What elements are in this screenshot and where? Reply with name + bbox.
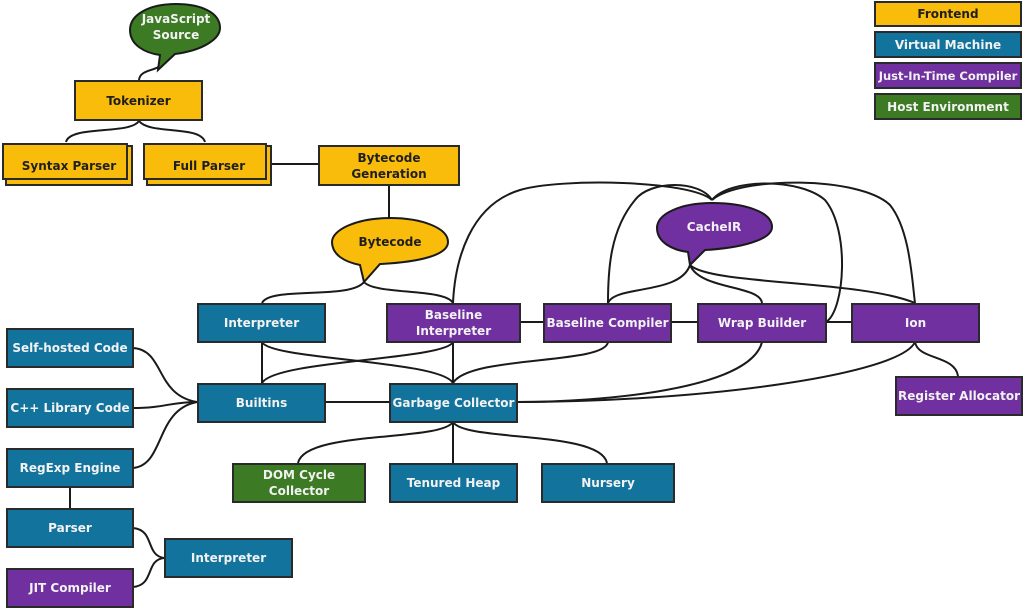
node-interpreter[interactable]: Interpreter	[197, 303, 326, 343]
edge-cacheir-wrap-builder-top	[711, 182, 843, 323]
legend-item-frontend-label: Frontend	[917, 7, 979, 21]
edge-regexp-engine-builtins	[132, 401, 198, 469]
node-nursery-label: Nursery	[581, 476, 635, 490]
node-garbage-collector[interactable]: Garbage Collector	[389, 383, 518, 423]
node-full-parser[interactable]: Full Parser	[143, 143, 272, 186]
edge-cacheir-ion-top	[711, 181, 916, 304]
bubble-cacheir-label: CacheIR	[687, 220, 741, 234]
node-interpreter-label: Interpreter	[223, 316, 300, 330]
node-regexp-engine[interactable]: RegExp Engine	[6, 448, 134, 488]
edge-tokenizer-syntax-parser	[65, 120, 140, 143]
edge-cacheir-baseline-compiler	[607, 264, 691, 304]
edge-regexp-jit-compiler-interpreter	[132, 557, 165, 588]
bubble-javascript-source-line2: Source	[153, 28, 200, 42]
bubble-cacheir	[655, 201, 774, 268]
node-regexp-parser[interactable]: Parser	[6, 508, 134, 548]
node-builtins[interactable]: Builtins	[197, 383, 326, 423]
edge-wrap-builder-garbage-collector	[516, 341, 763, 403]
node-cpp-library-code[interactable]: C++ Library Code	[6, 388, 134, 428]
node-ion-label: Ion	[904, 316, 927, 330]
edge-regexp-parser-interpreter	[132, 527, 165, 559]
node-builtins-label: Builtins	[235, 396, 288, 410]
edge-tokenizer-full-parser	[138, 120, 206, 143]
edge-cacheir-baseline-interpreter	[452, 181, 713, 304]
node-regexp-parser-label: Parser	[48, 521, 92, 535]
edge-baseline-compiler-garbage-collector	[452, 341, 609, 384]
edge-bytecode-interpreter	[261, 281, 365, 304]
edge-cacheir-ion	[689, 264, 916, 304]
node-baseline-compiler-label: Baseline Compiler	[546, 316, 669, 330]
node-self-hosted-code-label: Self-hosted Code	[12, 341, 128, 355]
edge-cacheir-wrap-builder	[689, 264, 763, 304]
legend-item-host-environment-label: Host Environment	[887, 99, 1009, 114]
edge-baseline-interpreter-builtins	[261, 341, 454, 384]
node-register-allocator-label: Register Allocator	[897, 389, 1021, 403]
node-register-allocator[interactable]: Register Allocator	[895, 376, 1023, 416]
node-tokenizer[interactable]: Tokenizer	[74, 80, 203, 121]
node-tenured-heap-label: Tenured Heap	[406, 476, 501, 490]
node-syntax-parser-label: Syntax Parser	[21, 158, 117, 173]
edge-bytecode-baseline-interpreter	[363, 281, 454, 304]
node-bytecode-generation[interactable]: Bytecode Generation	[318, 145, 460, 186]
legend-item-host-environment: Host Environment	[874, 93, 1022, 120]
node-regexp-interpreter[interactable]: Interpreter	[164, 538, 293, 578]
node-dom-cycle-collector-label: DOM Cycle Collector	[262, 468, 336, 498]
node-regexp-jit-compiler-label: JIT Compiler	[29, 581, 111, 595]
legend-item-jit-compiler: Just-In-Time Compiler	[874, 62, 1022, 89]
bubble-bytecode-label: Bytecode	[359, 235, 422, 249]
node-regexp-engine-label: RegExp Engine	[19, 461, 121, 475]
node-dom-cycle-collector[interactable]: DOM Cycle Collector	[232, 463, 366, 503]
node-tokenizer-label: Tokenizer	[106, 93, 171, 108]
node-regexp-jit-compiler[interactable]: JIT Compiler	[6, 568, 134, 608]
edge-garbage-collector-nursery	[452, 421, 608, 464]
node-garbage-collector-label: Garbage Collector	[392, 396, 515, 410]
node-baseline-compiler[interactable]: Baseline Compiler	[543, 303, 672, 343]
node-nursery[interactable]: Nursery	[541, 463, 675, 503]
bubble-javascript-source	[128, 2, 222, 73]
node-self-hosted-code[interactable]: Self-hosted Code	[6, 328, 134, 368]
node-bytecode-generation-label: Bytecode Generation	[351, 150, 427, 181]
node-cpp-library-code-label: C++ Library Code	[10, 401, 130, 415]
node-regexp-interpreter-label: Interpreter	[190, 551, 267, 565]
legend-item-jit-compiler-label: Just-In-Time Compiler	[878, 68, 1018, 83]
bubble-javascript-source-line1: JavaScript	[141, 12, 211, 26]
node-wrap-builder-label: Wrap Builder	[717, 316, 807, 330]
edge-cacheir-baseline-compiler-top	[607, 184, 713, 304]
node-syntax-parser[interactable]: Syntax Parser	[2, 143, 133, 186]
legend-item-virtual-machine: Virtual Machine	[874, 31, 1022, 58]
edge-garbage-collector-dom-cycle-collector	[297, 421, 454, 464]
bubble-bytecode	[330, 216, 450, 285]
node-baseline-interpreter-label: Baseline Interpreter	[415, 308, 492, 338]
legend-item-virtual-machine-label: Virtual Machine	[894, 37, 1002, 52]
node-full-parser-label: Full Parser	[172, 158, 246, 173]
node-tenured-heap[interactable]: Tenured Heap	[389, 463, 518, 503]
edge-ion-register-allocator	[914, 341, 959, 377]
legend-item-frontend: Frontend	[874, 1, 1022, 27]
edge-cpp-library-code-builtins	[132, 401, 198, 409]
edge-ion-garbage-collector	[516, 341, 916, 403]
node-baseline-interpreter[interactable]: Baseline Interpreter	[386, 303, 521, 343]
node-wrap-builder[interactable]: Wrap Builder	[697, 303, 827, 343]
node-ion[interactable]: Ion	[851, 303, 980, 343]
edge-interpreter-garbage-collector	[261, 341, 454, 384]
edge-self-hosted-code-builtins	[132, 347, 198, 403]
